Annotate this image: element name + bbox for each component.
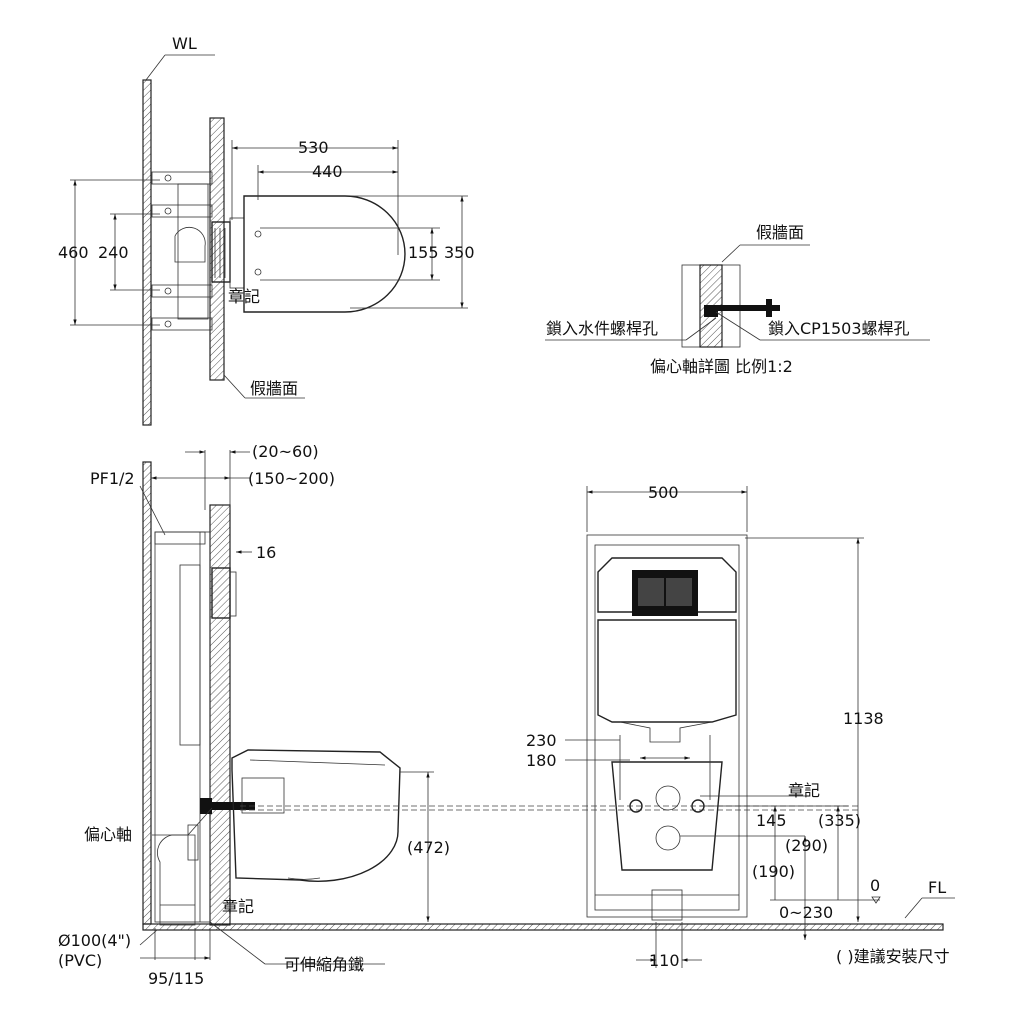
- dim-460: 460: [58, 243, 89, 262]
- front-toilet-plate: [611, 761, 723, 871]
- dim-335: (335): [818, 811, 861, 830]
- label-note: ( )建議安裝尺寸: [836, 947, 950, 966]
- stamp-side: 章記: [222, 897, 254, 916]
- dim-440: 440: [312, 162, 343, 181]
- dim-190: (190): [752, 862, 795, 881]
- side-cistern: [179, 564, 201, 746]
- label-zero: 0: [870, 876, 880, 895]
- side-toilet: [231, 749, 401, 882]
- dim-150-200: (150~200): [248, 469, 335, 488]
- dim-290: (290): [785, 836, 828, 855]
- dim-240: 240: [98, 243, 129, 262]
- dim-20-60: (20~60): [252, 442, 319, 461]
- false-wall-top: [209, 117, 225, 381]
- side-wall: [142, 461, 152, 925]
- toilet-top-outline: [243, 195, 406, 313]
- front-drain: [651, 889, 683, 921]
- side-eccentric-shaft: [205, 802, 255, 810]
- front-cistern-top: [597, 557, 737, 613]
- stamp-top: 章記: [228, 287, 260, 306]
- floor: [142, 923, 944, 931]
- label-false-wall-top: 假牆面: [250, 379, 298, 398]
- front-frame: [586, 534, 748, 918]
- label-pipe: Ø100(4"): [58, 931, 131, 950]
- label-eccentric: 偏心軸: [84, 825, 132, 844]
- side-view: (20~60) (150~200) PF1/2 16 偏心軸 (472) 章記 …: [58, 442, 944, 988]
- label-detail-right: 鎖入CP1503螺桿孔: [768, 319, 910, 338]
- dim-180: 180: [526, 751, 557, 770]
- label-pvc: (PVC): [58, 951, 102, 970]
- dim-530: 530: [298, 138, 329, 157]
- label-fl: FL: [928, 878, 946, 897]
- dim-1138: 1138: [843, 709, 884, 728]
- dim-0-230: 0~230: [779, 903, 833, 922]
- dim-472: (472): [407, 838, 450, 857]
- detail-bolt: [704, 305, 780, 311]
- label-detail-left: 鎖入水件螺桿孔: [546, 319, 658, 338]
- label-wl: WL: [172, 34, 197, 53]
- dim-500: 500: [648, 483, 679, 502]
- dim-110: 110: [649, 951, 680, 970]
- eccentric-detail: 假牆面 鎖入水件螺桿孔 鎖入CP1503螺桿孔 偏心軸詳圖 比例1:2: [545, 223, 930, 376]
- top-view: WL 530 440 460 240 155 350 章記 假牆面: [58, 34, 475, 426]
- label-angle-iron: 可伸縮角鐵: [284, 955, 364, 974]
- label-detail-false-wall: 假牆面: [756, 223, 804, 242]
- dim-230: 230: [526, 731, 557, 750]
- dim-155: 155: [408, 243, 439, 262]
- label-detail-caption: 偏心軸詳圖 比例1:2: [650, 357, 793, 376]
- label-pf: PF1/2: [90, 469, 135, 488]
- front-view: 500 1138 230 180 章記 145 (335) (290) (190…: [526, 483, 955, 970]
- side-drain-pipe: [157, 834, 196, 926]
- stamp-front: 章記: [788, 781, 820, 800]
- frame-brackets: [151, 171, 245, 331]
- dim-16: 16: [256, 543, 276, 562]
- side-frame: [154, 531, 211, 923]
- front-cistern: [597, 619, 737, 723]
- dim-145: 145: [756, 811, 787, 830]
- wall-wl: [142, 79, 152, 426]
- dim-95-115: 95/115: [148, 969, 204, 988]
- dim-350: 350: [444, 243, 475, 262]
